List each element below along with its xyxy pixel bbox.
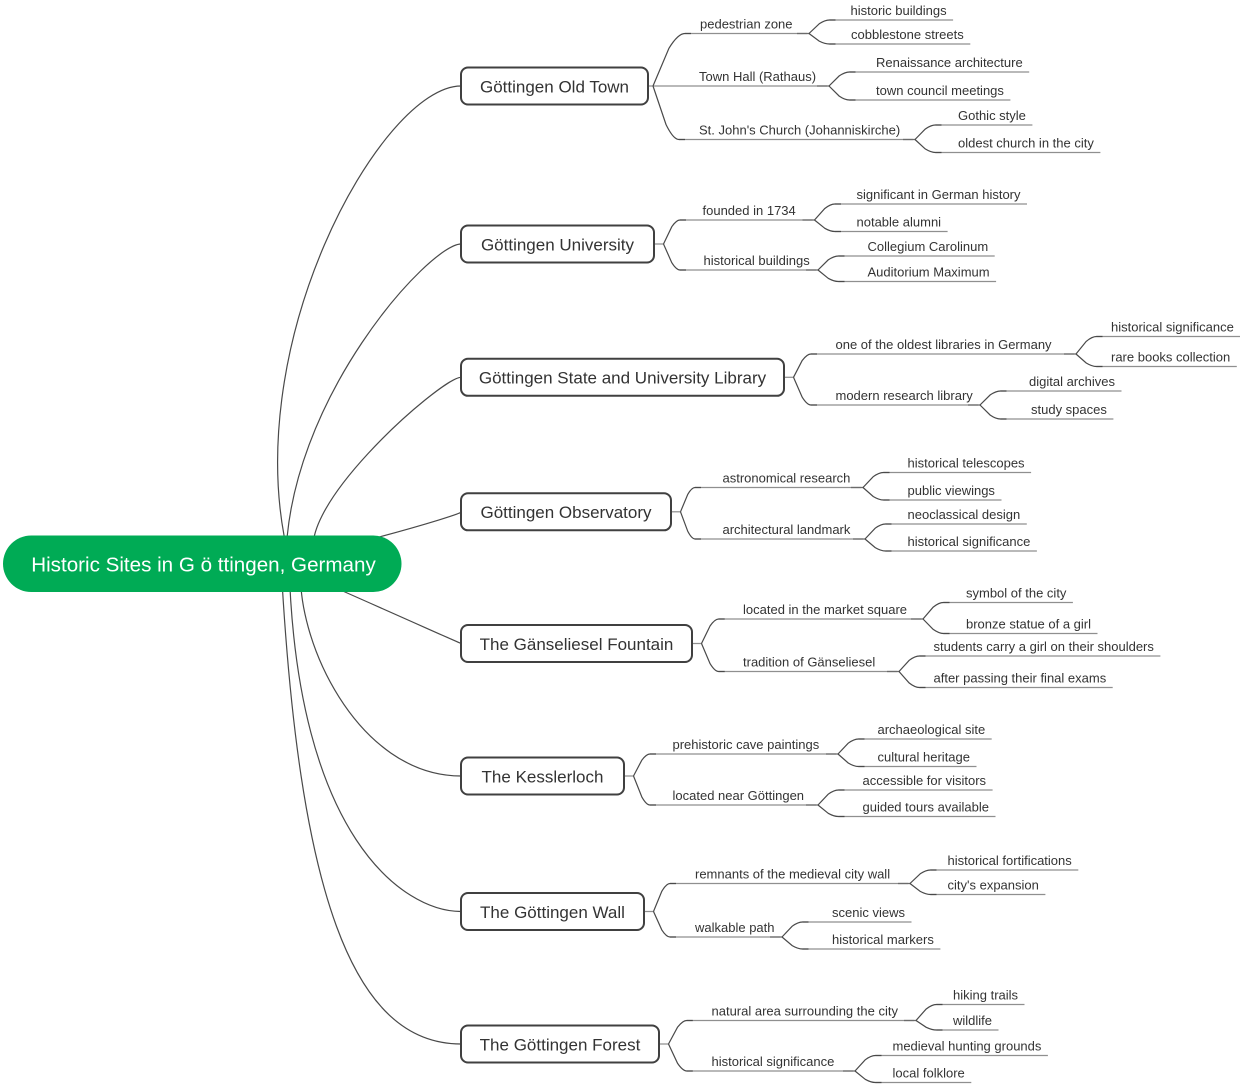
svg-text:Historic Sites in G ö ttingen,: Historic Sites in G ö ttingen, Germany <box>31 554 376 577</box>
svg-text:cobblestone streets: cobblestone streets <box>851 27 964 42</box>
svg-text:guided tours available: guided tours available <box>863 800 989 815</box>
svg-text:prehistoric cave paintings: prehistoric cave paintings <box>673 737 820 752</box>
svg-text:oldest church in the city: oldest church in the city <box>958 136 1094 151</box>
svg-text:historical markers: historical markers <box>832 932 934 947</box>
svg-text:founded in 1734: founded in 1734 <box>703 203 796 218</box>
svg-text:historical buildings: historical buildings <box>704 253 811 268</box>
svg-text:neoclassical design: neoclassical design <box>908 507 1021 522</box>
svg-text:The Kesslerloch: The Kesslerloch <box>482 767 604 786</box>
svg-text:historical telescopes: historical telescopes <box>908 456 1026 471</box>
svg-text:digital archives: digital archives <box>1029 374 1115 389</box>
svg-text:The Gänseliesel Fountain: The Gänseliesel Fountain <box>480 635 674 654</box>
svg-text:located in the market square: located in the market square <box>743 602 907 617</box>
svg-text:medieval hunting grounds: medieval hunting grounds <box>893 1039 1042 1054</box>
svg-text:accessible for visitors: accessible for visitors <box>863 773 987 788</box>
svg-text:historical fortifications: historical fortifications <box>948 853 1073 868</box>
svg-text:significant in German history: significant in German history <box>857 187 1022 202</box>
svg-text:natural area surrounding the c: natural area surrounding the city <box>712 1004 899 1019</box>
svg-text:notable alumni: notable alumni <box>857 215 942 230</box>
svg-text:historic buildings: historic buildings <box>851 3 948 18</box>
svg-text:after passing their final exam: after passing their final exams <box>934 671 1107 686</box>
svg-text:The Göttingen Forest: The Göttingen Forest <box>480 1035 641 1054</box>
svg-text:modern research library: modern research library <box>836 388 974 403</box>
svg-text:students carry a girl on their: students carry a girl on their shoulders <box>934 639 1155 654</box>
svg-text:Göttingen Observatory: Göttingen Observatory <box>480 503 652 522</box>
svg-text:historical significance: historical significance <box>1111 320 1234 335</box>
svg-text:local folklore: local folklore <box>893 1066 965 1081</box>
svg-text:tradition of Gänseliesel: tradition of Gänseliesel <box>743 655 875 670</box>
svg-text:rare books collection: rare books collection <box>1111 350 1230 365</box>
svg-text:bronze statue of a girl: bronze statue of a girl <box>966 617 1091 632</box>
svg-text:historical significance: historical significance <box>712 1054 835 1069</box>
svg-text:hiking trails: hiking trails <box>953 988 1019 1003</box>
svg-text:located near Göttingen: located near Göttingen <box>673 788 805 803</box>
svg-text:Göttingen State and University: Göttingen State and University Library <box>479 369 767 388</box>
svg-text:historical significance: historical significance <box>908 534 1031 549</box>
svg-text:study spaces: study spaces <box>1031 402 1107 417</box>
svg-text:Collegium Carolinum: Collegium Carolinum <box>868 239 989 254</box>
svg-text:town council meetings: town council meetings <box>876 83 1004 98</box>
svg-text:public viewings: public viewings <box>908 483 996 498</box>
svg-text:pedestrian zone: pedestrian zone <box>700 17 793 32</box>
svg-text:remnants of the medieval city: remnants of the medieval city wall <box>695 867 890 882</box>
svg-text:Göttingen University: Göttingen University <box>481 235 635 254</box>
svg-text:architectural landmark: architectural landmark <box>723 522 851 537</box>
svg-text:walkable path: walkable path <box>694 920 775 935</box>
svg-text:cultural heritage: cultural heritage <box>878 750 971 765</box>
svg-text:St. John's Church (Johanniskir: St. John's Church (Johanniskirche) <box>699 123 900 138</box>
svg-text:symbol of the city: symbol of the city <box>966 586 1067 601</box>
svg-text:Gothic style: Gothic style <box>958 108 1026 123</box>
svg-text:Renaissance architecture: Renaissance architecture <box>876 55 1023 70</box>
svg-text:Auditorium Maximum: Auditorium Maximum <box>868 265 990 280</box>
svg-text:astronomical research: astronomical research <box>723 471 851 486</box>
svg-text:Göttingen Old Town: Göttingen Old Town <box>480 77 629 96</box>
svg-text:The Göttingen Wall: The Göttingen Wall <box>480 903 625 922</box>
svg-text:wildlife: wildlife <box>952 1013 992 1028</box>
svg-text:archaeological site: archaeological site <box>878 722 986 737</box>
svg-text:one of the oldest libraries in: one of the oldest libraries in Germany <box>836 337 1053 352</box>
svg-text:city's expansion: city's expansion <box>948 878 1039 893</box>
svg-text:Town Hall (Rathaus): Town Hall (Rathaus) <box>699 69 816 84</box>
svg-text:scenic views: scenic views <box>832 905 905 920</box>
